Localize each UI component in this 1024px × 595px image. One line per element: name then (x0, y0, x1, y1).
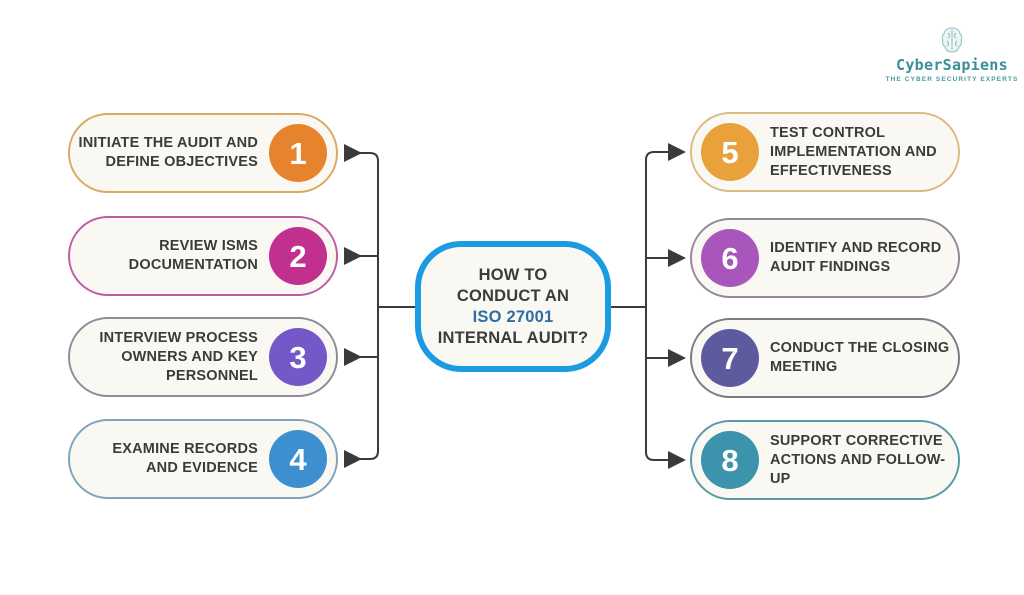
step-pill-2: REVIEW ISMS DOCUMENTATION 2 (68, 216, 338, 296)
step-title: TEST CONTROL IMPLEMENTATION AND EFFECTIV… (770, 124, 937, 179)
step-number-badge: 2 (269, 227, 327, 285)
logo-wordmark: CyberSapiens (896, 56, 1008, 74)
step-number-badge: 4 (269, 430, 327, 488)
step-title: INTERVIEW PROCESS OWNERS AND KEY PERSONN… (99, 329, 258, 384)
step-pill-3: INTERVIEW PROCESS OWNERS AND KEY PERSONN… (68, 317, 338, 397)
step-number-badge: 5 (701, 123, 759, 181)
step-title: CONDUCT THE CLOSING MEETING (770, 340, 950, 375)
logo-tagline: THE CYBER SECURITY EXPERTS (885, 76, 1019, 83)
step-title: IDENTIFY AND RECORD AUDIT FINDINGS (770, 240, 942, 275)
step-number-badge: 1 (269, 124, 327, 182)
center-line-4: INTERNAL AUDIT? (437, 328, 589, 347)
step-number-badge: 8 (701, 431, 759, 489)
step-title: EXAMINE RECORDS AND EVIDENCE (112, 441, 258, 476)
step-pill-4: EXAMINE RECORDS AND EVIDENCE 4 (68, 419, 338, 499)
step-title: INITIATE THE AUDIT AND DEFINE OBJECTIVES (78, 135, 258, 170)
center-line-3-highlight: ISO 27001 (472, 307, 554, 326)
step-number-badge: 6 (701, 229, 759, 287)
center-line-2: CONDUCT AN (456, 286, 570, 305)
step-number-badge: 3 (269, 328, 327, 386)
step-pill-5: 5 TEST CONTROL IMPLEMENTATION AND EFFECT… (690, 112, 960, 192)
step-number-badge: 7 (701, 329, 759, 387)
step-pill-6: 6 IDENTIFY AND RECORD AUDIT FINDINGS (690, 218, 960, 298)
center-line-1: HOW TO (478, 265, 548, 284)
step-title: REVIEW ISMS DOCUMENTATION (128, 238, 258, 273)
step-title: SUPPORT CORRECTIVE ACTIONS AND FOLLOW-UP (770, 432, 946, 487)
step-pill-1: INITIATE THE AUDIT AND DEFINE OBJECTIVES… (68, 113, 338, 193)
central-topic-bubble: HOW TO CONDUCT AN ISO 27001 INTERNAL AUD… (415, 241, 611, 372)
cybersapiens-logo: CyberSapiens THE CYBER SECURITY EXPERTS (886, 26, 1017, 83)
brain-icon (941, 27, 963, 53)
step-pill-8: 8 SUPPORT CORRECTIVE ACTIONS AND FOLLOW-… (690, 420, 960, 500)
step-pill-7: 7 CONDUCT THE CLOSING MEETING (690, 318, 960, 398)
